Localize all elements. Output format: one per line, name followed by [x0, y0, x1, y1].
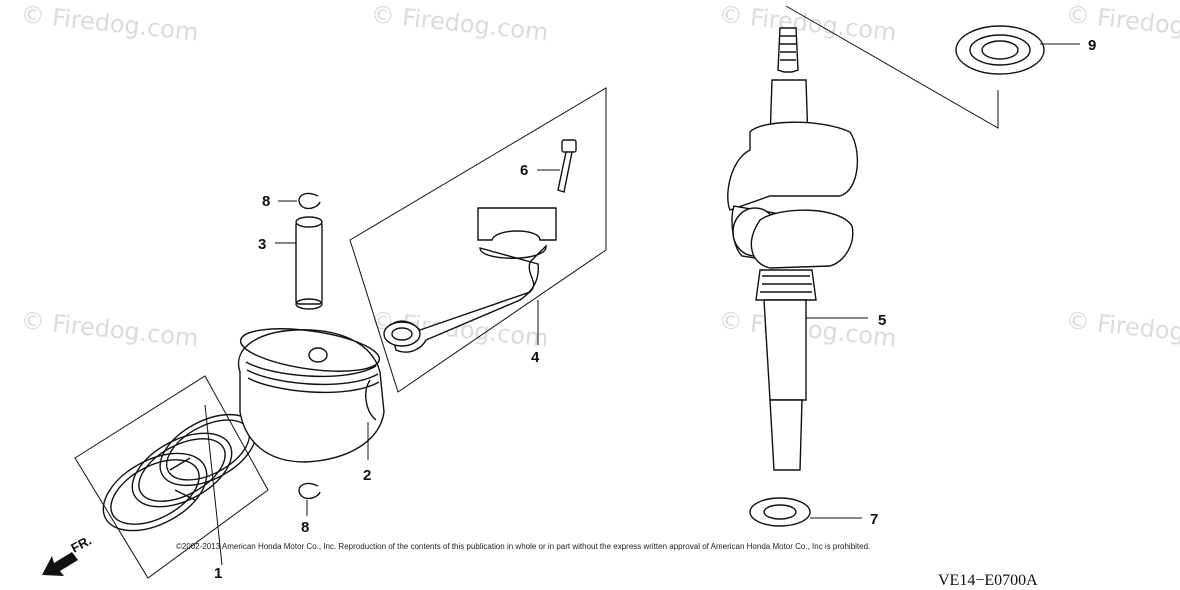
- thrust-washer[interactable]: [749, 497, 862, 527]
- connecting-rod[interactable]: [349, 87, 607, 393]
- piston-ring-set[interactable]: [74, 375, 269, 579]
- watermark: © Firedog.com: [1064, 0, 1180, 47]
- callout-ring-set: 1: [214, 565, 222, 582]
- watermark: © Firedog.com: [19, 306, 199, 353]
- direction-label: FR.: [68, 533, 94, 556]
- piston-pin[interactable]: [275, 216, 323, 310]
- watermark: © Firedog.com: [1064, 306, 1180, 353]
- copyright-notice: ©2002-2013 American Honda Motor Co., Inc…: [176, 542, 870, 551]
- callout-piston: 2: [363, 467, 371, 484]
- diagram-code: VE14−E0700A: [938, 572, 1038, 589]
- piston-pin-clip-bottom[interactable]: [298, 482, 321, 516]
- watermark: © Firedog.com: [717, 0, 897, 47]
- callout-clip-bottom: 8: [301, 519, 309, 536]
- callout-crankshaft: 5: [878, 312, 886, 329]
- watermark: © Firedog.com: [369, 0, 549, 47]
- ball-bearing[interactable]: [785, 5, 1080, 129]
- callout-connecting-rod: 4: [531, 349, 540, 366]
- callout-piston-pin: 3: [258, 236, 266, 253]
- piston-pin-clip-top[interactable]: [278, 192, 321, 210]
- front-direction-indicator: FR.: [42, 533, 94, 576]
- watermark: © Firedog.com: [717, 306, 897, 353]
- arrow-icon: [42, 552, 78, 576]
- watermark: © Firedog.com: [19, 0, 199, 47]
- crankshaft[interactable]: [727, 27, 868, 471]
- callout-clip-top: 8: [262, 193, 270, 210]
- callout-rod-bolt: 6: [520, 162, 528, 179]
- callout-bearing: 9: [1088, 37, 1096, 54]
- connecting-rod-bolt[interactable]: [537, 139, 577, 193]
- piston[interactable]: [237, 321, 385, 463]
- callout-washer: 7: [870, 511, 878, 528]
